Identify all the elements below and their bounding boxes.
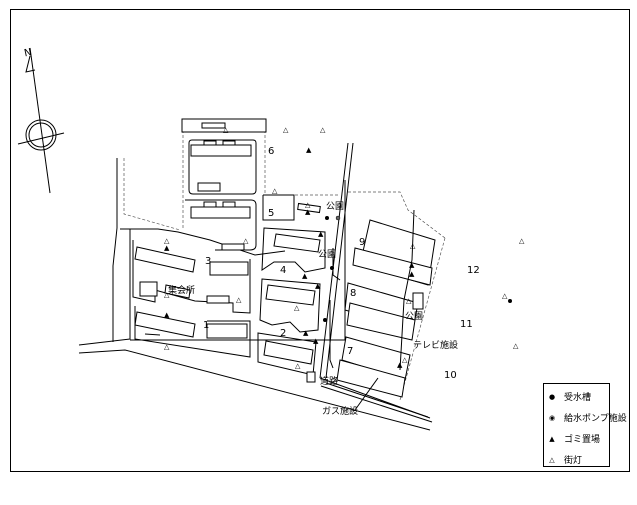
svg-text:▲: ▲ bbox=[409, 261, 415, 269]
block-central bbox=[257, 227, 326, 383]
legend-item: ● 受水槽 bbox=[548, 390, 592, 404]
park-north bbox=[262, 194, 321, 221]
building-label-1: 1 bbox=[203, 320, 209, 331]
block-east bbox=[329, 219, 436, 398]
legend-label: ゴミ置場 bbox=[564, 435, 601, 445]
building-label-10: 10 bbox=[444, 370, 457, 381]
north-arrow-icon: N bbox=[17, 47, 65, 194]
building-label-3: 3 bbox=[205, 256, 211, 267]
svg-text:△: △ bbox=[243, 237, 249, 245]
facility-labels: 公園 公園 公園 集会所 道路 ガス施設 テレビ施設 bbox=[168, 201, 458, 417]
building-label-7: 7 bbox=[347, 346, 353, 357]
gas-facility-leader bbox=[354, 377, 379, 411]
block-west-upper bbox=[132, 240, 251, 314]
water-tank-icon bbox=[323, 216, 512, 322]
svg-text:△: △ bbox=[513, 342, 519, 350]
svg-text:▲: ▲ bbox=[315, 282, 321, 290]
svg-text:△: △ bbox=[164, 291, 170, 299]
park-label-east: 公園 bbox=[405, 311, 423, 322]
water-pump-icon bbox=[335, 215, 341, 221]
legend-item: ▲ ゴミ置場 bbox=[548, 432, 601, 446]
legend-label: 受水槽 bbox=[564, 393, 592, 403]
legend: ● 受水槽 ◉ 給水ポンプ施設 ▲ ゴミ置場 △ 街灯 bbox=[543, 383, 627, 467]
garbage-station-icon: ▲ ▲ ▲ ▲ ▲ ▲ ▲ ▲ ▲ ▲ ▲ ▲ bbox=[164, 146, 415, 369]
block-west-lower bbox=[134, 306, 251, 358]
svg-text:△: △ bbox=[406, 297, 412, 305]
svg-text:▲: ▲ bbox=[305, 208, 311, 216]
legend-label: 給水ポンプ施設 bbox=[564, 414, 627, 424]
building-label-5: 5 bbox=[268, 208, 274, 219]
svg-text:▲: ▲ bbox=[397, 361, 403, 369]
building-labels: 1 2 3 4 5 6 7 8 9 10 11 12 bbox=[203, 146, 480, 381]
svg-text:△: △ bbox=[402, 356, 408, 364]
svg-text:△: △ bbox=[294, 304, 300, 312]
road-label: 道路 bbox=[320, 375, 338, 387]
svg-text:△: △ bbox=[320, 126, 326, 134]
tv-cable-line bbox=[399, 209, 415, 371]
svg-text:△: △ bbox=[502, 292, 508, 300]
tv-facility-label: テレビ施設 bbox=[413, 339, 458, 351]
building-label-4: 4 bbox=[280, 265, 286, 276]
svg-text:▲: ▲ bbox=[302, 272, 308, 280]
street-light-icon: △ △ △ △ △ △ △ △ △ △ △ △ △ △ △ △ △ △ bbox=[164, 126, 525, 370]
water-pump-icon: ◉ bbox=[548, 413, 556, 422]
legend-label: 街灯 bbox=[564, 456, 583, 466]
north-label: N bbox=[23, 47, 33, 59]
svg-text:△: △ bbox=[236, 296, 242, 304]
svg-text:△: △ bbox=[272, 187, 278, 195]
svg-text:△: △ bbox=[305, 201, 311, 209]
svg-text:△: △ bbox=[410, 242, 416, 250]
gas-facility-label: ガス施設 bbox=[322, 405, 358, 417]
legend-item: ◉ 給水ポンプ施設 bbox=[548, 411, 627, 425]
park-label-north: 公園 bbox=[326, 201, 344, 212]
svg-text:▲: ▲ bbox=[164, 244, 170, 252]
building-label-6: 6 bbox=[268, 146, 274, 157]
building-label-9: 9 bbox=[359, 237, 365, 248]
building-label-8: 8 bbox=[350, 288, 356, 299]
roads bbox=[78, 142, 433, 431]
svg-text:△: △ bbox=[519, 237, 525, 245]
building-label-12: 12 bbox=[467, 265, 480, 276]
meeting-hall-label: 集会所 bbox=[168, 284, 195, 296]
map-symbols: ▲ ▲ ▲ ▲ ▲ ▲ ▲ ▲ ▲ ▲ ▲ ▲ △ △ △ △ △ △ △ △ … bbox=[164, 126, 525, 370]
block-north bbox=[181, 118, 267, 251]
svg-text:▲: ▲ bbox=[164, 311, 170, 319]
svg-text:△: △ bbox=[223, 126, 229, 134]
garbage-station-icon: ▲ bbox=[549, 434, 555, 443]
svg-text:▲: ▲ bbox=[313, 337, 319, 345]
svg-text:▲: ▲ bbox=[303, 329, 309, 337]
water-tank-icon: ● bbox=[548, 392, 556, 401]
svg-text:△: △ bbox=[164, 343, 170, 351]
park-label-central: 公園 bbox=[318, 249, 336, 260]
building-label-2: 2 bbox=[280, 328, 286, 339]
svg-text:▲: ▲ bbox=[409, 270, 415, 278]
svg-text:▲: ▲ bbox=[318, 230, 324, 238]
svg-text:△: △ bbox=[283, 126, 289, 134]
legend-item: △ 街灯 bbox=[548, 453, 583, 467]
svg-text:△: △ bbox=[164, 237, 170, 245]
svg-text:△: △ bbox=[295, 362, 301, 370]
building-label-11: 11 bbox=[460, 319, 473, 330]
street-light-icon: △ bbox=[549, 455, 555, 464]
svg-text:▲: ▲ bbox=[306, 146, 312, 154]
